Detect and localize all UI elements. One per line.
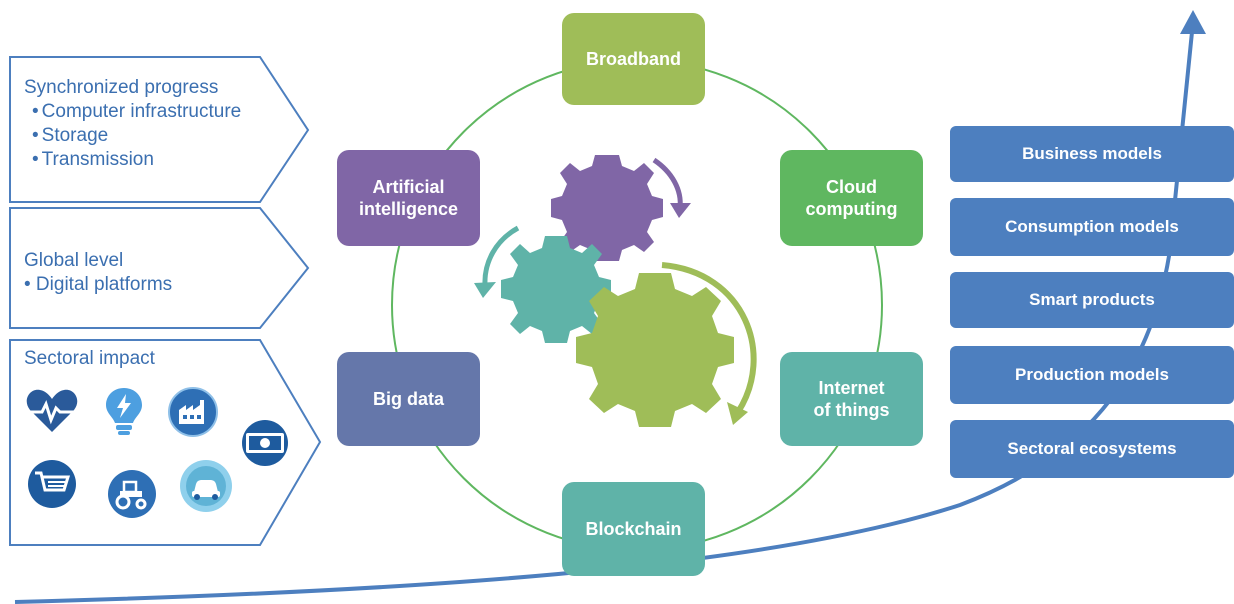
node-cloud-computing: Cloud computing [780, 150, 923, 246]
green-rotation-arrowhead [727, 402, 748, 425]
teal-rotation-arrowhead [474, 282, 496, 298]
lightbulb-icon [106, 388, 142, 435]
green-gear [576, 273, 734, 427]
factory-icon [168, 387, 218, 437]
car-icon [180, 460, 232, 512]
node-broadband: Broadband [562, 13, 705, 105]
tractor-icon [108, 470, 156, 518]
global-item-digital-platforms: • Digital platforms [24, 274, 173, 295]
purple-rotation-arrowhead [670, 203, 691, 218]
panel-progress-title: Synchronized progress [24, 77, 219, 98]
panel-sectoral-title: Sectoral impact [24, 348, 155, 369]
money-icon [242, 420, 288, 466]
panel-sectoral-shape [9, 339, 322, 546]
panel-progress: Synchronized progress Computer infrastru… [24, 76, 241, 172]
model-smart-products: Smart products [950, 272, 1234, 328]
shopping-cart-icon [28, 460, 76, 508]
model-sectoral-ecosystems: Sectoral ecosystems [950, 420, 1234, 478]
progress-item-computer-infrastructure: Computer infrastructure [24, 100, 242, 124]
teal-gear [501, 236, 611, 343]
node-artificial-intelligence: Artificial intelligence [337, 150, 480, 246]
growth-arrowhead [1180, 10, 1206, 34]
progress-item-storage: Storage [24, 124, 241, 148]
model-consumption: Consumption models [950, 198, 1234, 256]
heart-rate-icon [26, 389, 78, 432]
panel-global: Global level • Digital platforms [24, 249, 172, 297]
panel-global-shape [9, 207, 310, 329]
model-business: Business models [950, 126, 1234, 182]
node-big-data: Big data [337, 352, 480, 446]
progress-item-transmission: Transmission [24, 148, 241, 172]
teal-rotation-arrow [482, 225, 520, 286]
node-internet-of-things: Internet of things [780, 352, 923, 446]
node-blockchain: Blockchain [562, 482, 705, 576]
model-production: Production models [950, 346, 1234, 404]
panel-global-title: Global level [24, 250, 124, 271]
green-rotation-arrow [661, 262, 757, 414]
purple-gear [551, 155, 663, 261]
